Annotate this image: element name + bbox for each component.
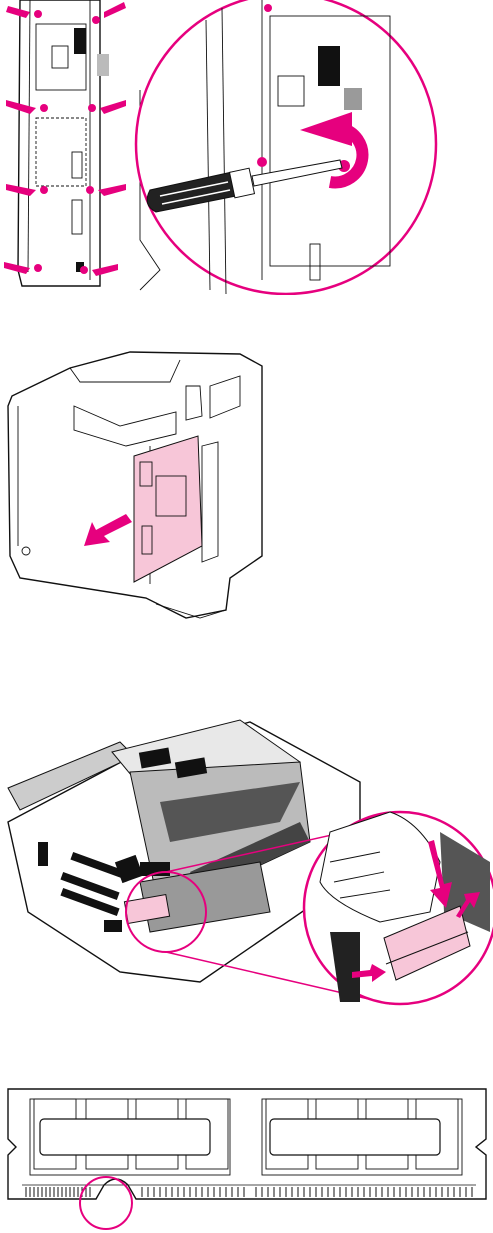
figure-dimm-installation (0, 712, 493, 1012)
zoom-circle-screwdriver (136, 0, 436, 294)
zoom-circle-dimm (304, 812, 493, 1004)
figure-screw-removal (0, 0, 493, 295)
figure-dimm-module (0, 1083, 493, 1233)
rear-panel (18, 0, 109, 286)
formatter-board-tray (8, 720, 360, 982)
figure-formatter-removal (0, 346, 493, 636)
dimm-module (8, 1089, 486, 1199)
